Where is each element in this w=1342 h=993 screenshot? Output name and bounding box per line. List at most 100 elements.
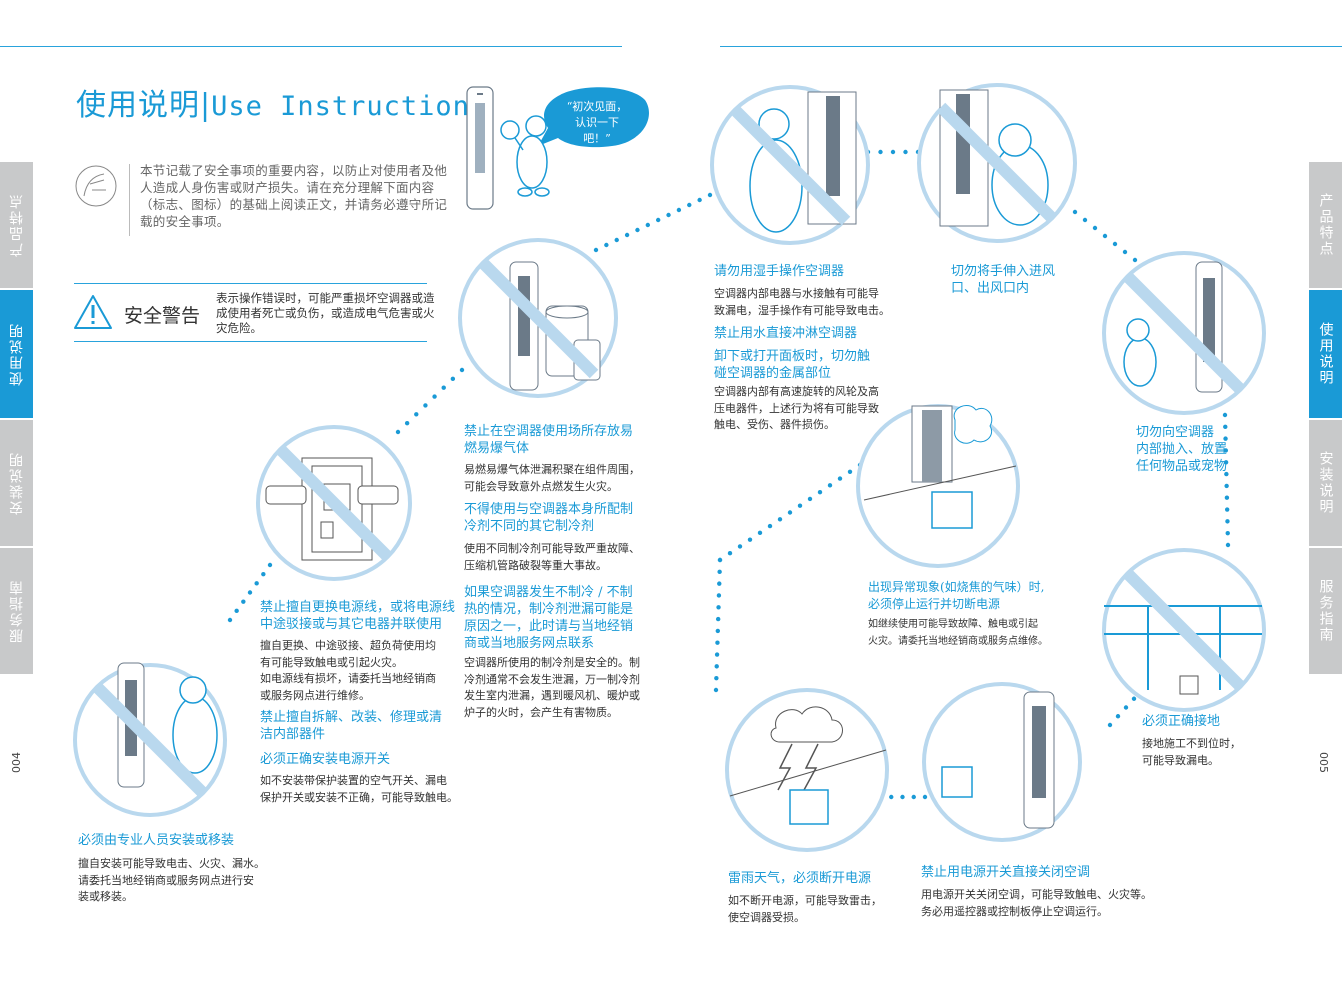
bubble-line-2: 认识一下吧！” xyxy=(575,116,619,145)
tab-service-left[interactable]: 服务指南 xyxy=(0,548,33,674)
ground-body: 接地施工不到位时， 可能导致漏电。 xyxy=(1142,736,1241,769)
heading-line: 卸下或打开面板时，切勿触 xyxy=(714,349,871,364)
throw-heading: 切勿向空调器 内部抛入、放置 任何物品或宠物 xyxy=(1136,424,1227,475)
text-line: 可能会导致意外点燃发生火灾。 xyxy=(464,479,618,493)
path-dot xyxy=(707,192,713,198)
text-line: 务必用遥控器或控制板停止空调运行。 xyxy=(921,904,1108,918)
path-dot xyxy=(715,640,720,645)
path-dot xyxy=(1102,233,1108,239)
power-switch-install-body: 如不安装带保护装置的空气开关、漏电 保护开关或安装不正确，可能导致触电。 xyxy=(260,773,458,806)
text-line: 冷剂通常不会发生泄漏，万一制冷剂 xyxy=(464,672,640,686)
warning-rule-bottom xyxy=(74,341,427,342)
circle-bear-tools xyxy=(73,662,227,817)
path-dot xyxy=(234,608,239,614)
heading-line: 冷剂不同的其它制冷剂 xyxy=(464,519,595,534)
tab-label: 安装说明 xyxy=(8,451,25,515)
abnormal-heading: 出现异常现象(如烧焦的气味）时, 必须停止运行并切断电源 xyxy=(868,579,1045,613)
path-dot xyxy=(890,149,896,155)
path-dot xyxy=(593,247,599,253)
title-en: Use Instruction xyxy=(211,91,470,122)
path-dot xyxy=(697,197,702,203)
switch-heading: 禁止用电源开关直接关闭空调 xyxy=(921,865,1091,880)
circle-abnormal-smell xyxy=(856,404,1020,568)
text-line: 擅自更换、中途驳接、超负荷使用均 xyxy=(260,639,436,652)
heading-line: 商或当地服务网点联系 xyxy=(464,636,595,651)
circle-thunder xyxy=(725,688,889,852)
heading-line: 碰空调器的金属部位 xyxy=(714,366,832,381)
path-dot xyxy=(1131,696,1137,701)
text-line: 发生室内泄漏，遇到暖风机、暖炉或 xyxy=(464,689,640,702)
path-dot xyxy=(1112,241,1118,247)
cord-heading: 禁止擅自更换电源线，或将电源线 中途驳接或与其它电器并联使用 xyxy=(260,599,455,633)
path-dot xyxy=(1072,209,1078,215)
top-rule-left xyxy=(0,46,622,47)
text-line: 用电源开关关闭空调，可能导致触电、火灾等。 xyxy=(921,888,1152,901)
dotted-path xyxy=(227,149,1231,800)
heading-line: 出现异常现象(如烧焦的气味）时, xyxy=(868,580,1045,594)
path-dot xyxy=(797,503,803,508)
path-dot xyxy=(1107,722,1113,728)
wet-hands-heading: 请勿用湿手操作空调器 xyxy=(714,264,845,279)
path-dot xyxy=(1224,483,1229,489)
path-dot xyxy=(847,469,853,474)
path-dot xyxy=(900,794,905,800)
heading-line: 禁止在空调器使用场所存放易 xyxy=(464,424,634,439)
cord-body: 擅自更换、中途驳接、超负荷使用均 有可能导致触电或引起火灾。 如电源线有损坏，请… xyxy=(260,638,436,704)
circle-plug xyxy=(256,425,412,581)
path-dot xyxy=(1225,542,1231,548)
heading-line: 切勿将手伸入进风 xyxy=(951,264,1056,279)
metal-parts-body: 空调器内部有高速旋转的风轮及高 压电器件，上述行为将有可能导致 触电、受伤、器件… xyxy=(714,384,879,434)
tab-label: 产品特点 xyxy=(1317,193,1334,257)
path-dot xyxy=(727,551,733,556)
text-line: 装或移装。 xyxy=(78,890,133,903)
text-line: 如电源线有损坏，请委托当地经销商 xyxy=(260,672,436,685)
tab-service-right[interactable]: 服务指南 xyxy=(1309,548,1342,674)
path-dot xyxy=(645,222,651,228)
text-line: 火灾。请委托当地经销商或服务点维修。 xyxy=(868,635,1048,647)
text-line: 如不安装带保护装置的空气开关、漏电 xyxy=(260,774,447,787)
title-cn: 使用说明 xyxy=(76,88,200,123)
heading-line: 不得使用与空调器本身所配制 xyxy=(464,502,634,517)
path-dot xyxy=(687,202,692,208)
tab-label: 安装说明 xyxy=(1317,451,1334,515)
path-dot xyxy=(903,149,908,155)
text-line: 接地施工不到位时， xyxy=(1142,737,1241,750)
path-dot xyxy=(227,617,233,623)
path-dot xyxy=(715,628,721,634)
path-dot xyxy=(717,569,722,575)
path-dot xyxy=(1123,705,1129,710)
heading-line: 如果空调器发生不制冷 / 不制 xyxy=(464,585,633,600)
path-dot xyxy=(655,217,661,223)
tab-usage-left[interactable]: 使用说明 xyxy=(0,290,33,418)
path-dot xyxy=(432,394,437,399)
text-line: 空调器内部有高速旋转的风轮及高 xyxy=(714,385,879,398)
path-dot xyxy=(889,794,894,800)
tab-product-features-left[interactable]: 产品特点 xyxy=(0,162,33,288)
speech-bubble xyxy=(538,87,649,148)
heading-line: 中途驳接或与其它电器并联使用 xyxy=(260,617,443,632)
path-dot xyxy=(423,403,428,408)
path-dot xyxy=(614,237,619,243)
tab-installation-right[interactable]: 安装说明 xyxy=(1309,420,1342,546)
tab-usage-right[interactable]: 使用说明 xyxy=(1309,290,1342,418)
tab-installation-left[interactable]: 安装说明 xyxy=(0,420,33,546)
page-title: 使用说明|Use Instruction xyxy=(76,80,470,124)
path-dot xyxy=(604,242,609,248)
path-dot xyxy=(395,429,401,435)
path-dot xyxy=(676,207,682,213)
path-dot xyxy=(827,483,833,488)
text-line: 炉子的火时，会产生有害物质。 xyxy=(464,705,618,719)
path-dot xyxy=(1222,412,1228,418)
heading-line: 禁止擅自更换电源线，或将电源线 xyxy=(260,600,456,615)
leak-heading: 如果空调器发生不制冷 / 不制 热的情况，制冷剂泄漏可能是 原因之一，此时请与当… xyxy=(464,584,633,652)
path-dot xyxy=(1223,436,1228,441)
text-line: 保护开关或安装不正确，可能导致触电。 xyxy=(260,790,458,804)
abnormal-body: 如继续使用可能导致故障、触电或引起 火灾。请委托当地经销商或服务点维修。 xyxy=(868,617,1048,650)
path-dot xyxy=(716,593,722,598)
wet-hands-body: 空调器内部电器与水接触有可能导 致漏电，湿手操作有可能导致电击。 xyxy=(714,286,890,319)
path-dot xyxy=(747,537,753,542)
tab-product-features-right[interactable]: 产品特点 xyxy=(1309,162,1342,288)
heading-line: 原因之一，此时请与当地经销 xyxy=(464,619,634,634)
text-line: 压缩机管路破裂等重大事故。 xyxy=(464,558,607,572)
